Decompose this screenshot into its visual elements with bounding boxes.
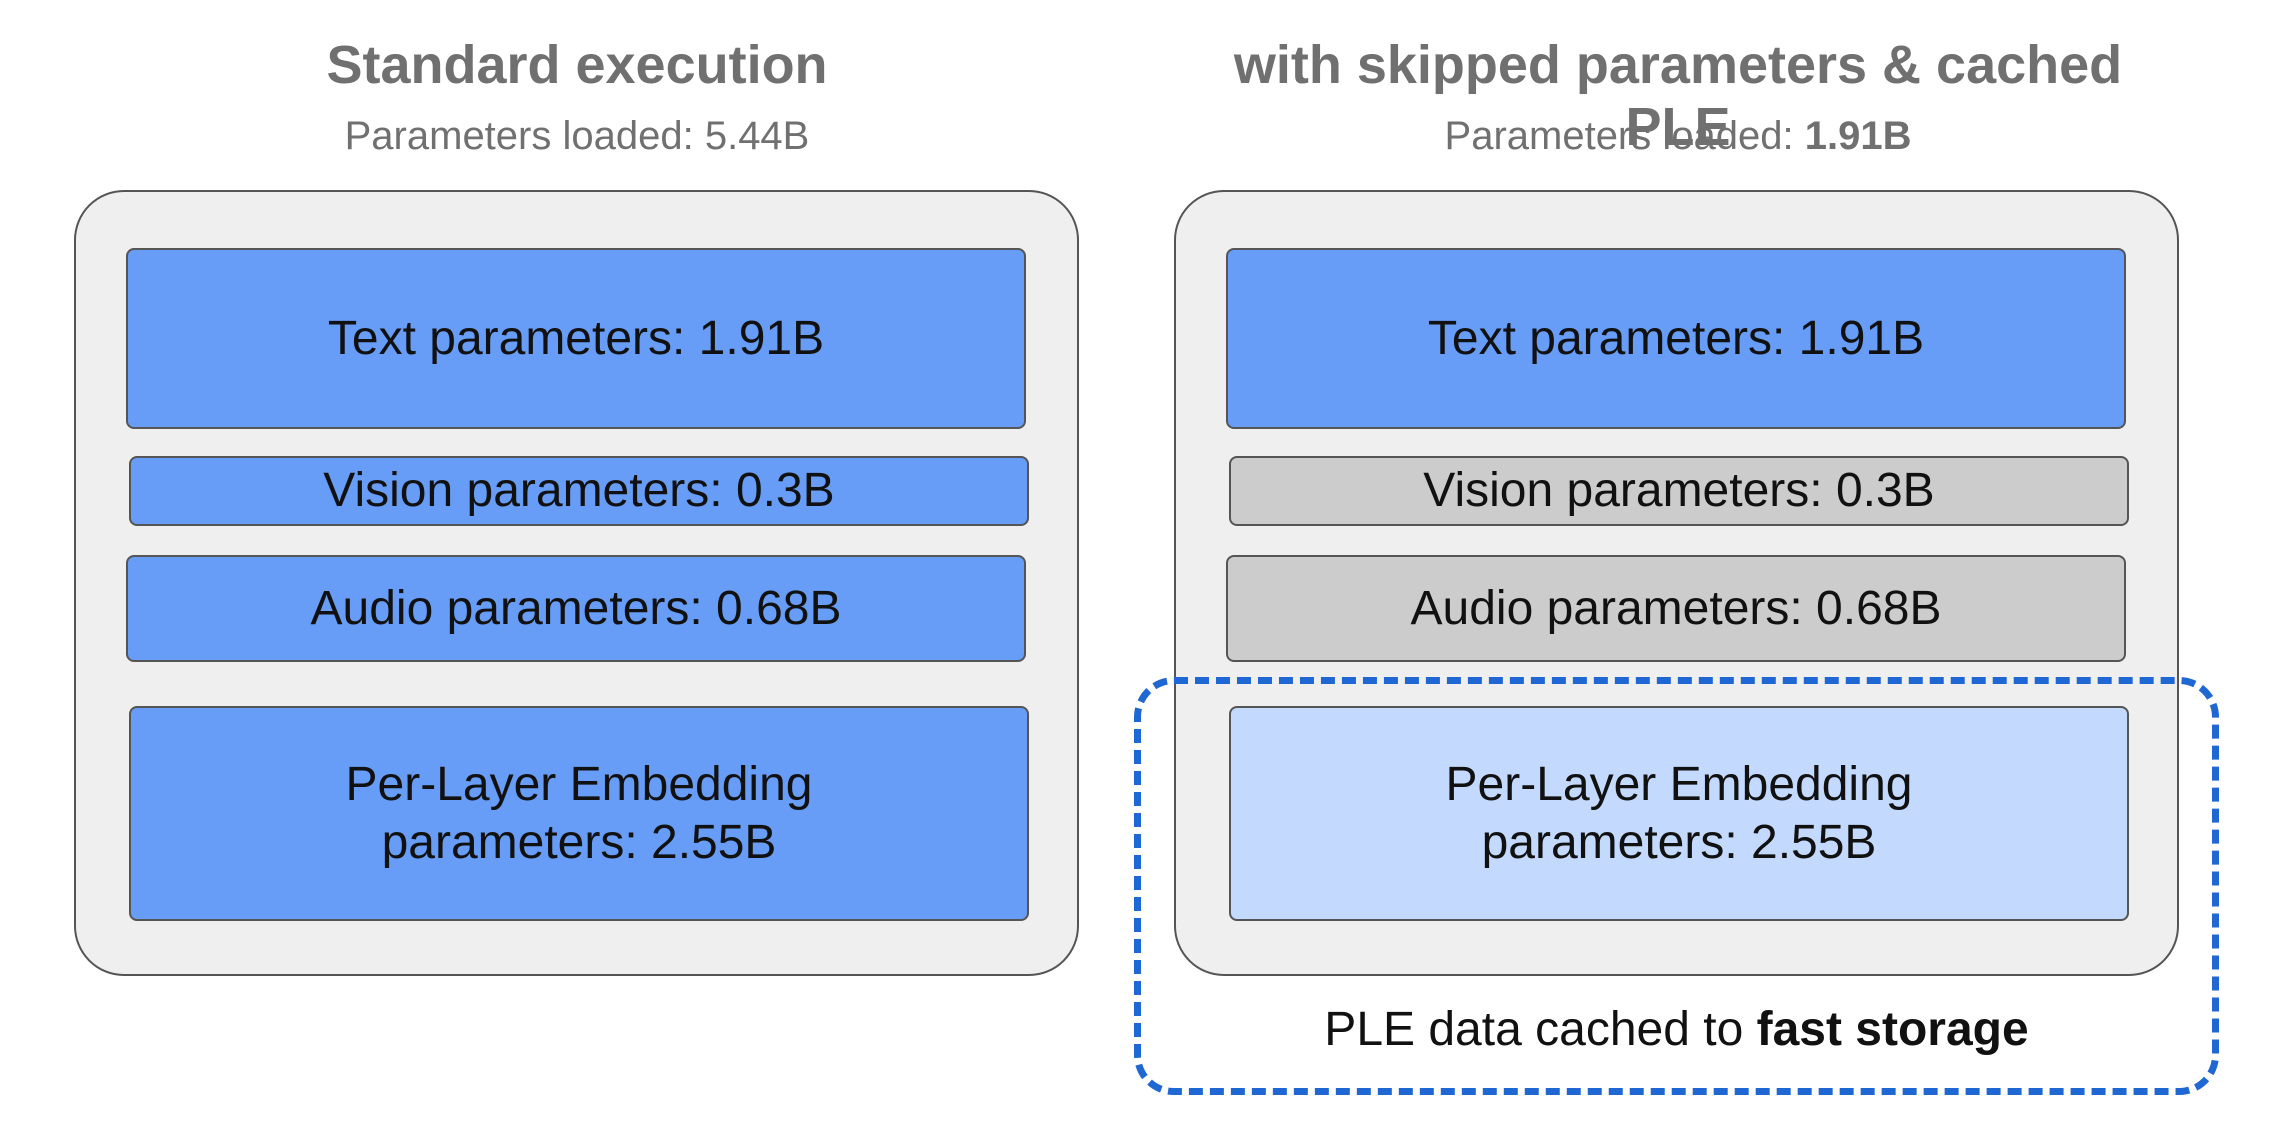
right-params-value: 1.91B <box>1804 114 1912 158</box>
left-audio-params-block: Audio parameters: 0.68B <box>126 555 1026 662</box>
left-vision-params-block: Vision parameters: 0.3B <box>129 456 1029 526</box>
left-audio-params-label: Audio parameters: 0.68B <box>310 581 842 635</box>
left-params-value: 5.44B <box>704 114 810 158</box>
left-params-label: Parameters loaded: <box>344 114 705 158</box>
ple-cache-outline <box>1134 677 2219 1095</box>
right-text-params-block: Text parameters: 1.91B <box>1226 248 2126 429</box>
left-ple-label-line2: parameters: 2.55B <box>381 815 777 869</box>
right-text-params-label: Text parameters: 1.91B <box>1427 311 1925 365</box>
right-vision-params-label: Vision parameters: 0.3B <box>1423 464 1935 518</box>
left-ple-label-line1: Per-Layer Embedding <box>345 757 813 811</box>
right-ple-params-block: Per-Layer Embedding parameters: 2.55B <box>1229 706 2129 921</box>
right-params-label: Parameters loaded: <box>1444 114 1805 158</box>
right-audio-params-block: Audio parameters: 0.68B <box>1226 555 2126 662</box>
right-ple-label-line2: parameters: 2.55B <box>1481 815 1877 869</box>
right-ple-label-line1: Per-Layer Embedding <box>1445 757 1913 811</box>
right-audio-params-label: Audio parameters: 0.68B <box>1410 581 1942 635</box>
ple-cache-caption-prefix: PLE data cached to <box>1324 1003 1757 1056</box>
ple-cache-caption-bold: fast storage <box>1756 1003 2029 1056</box>
ple-cache-caption: PLE data cached to fast storage <box>1134 1002 2219 1057</box>
left-panel-subtitle: Parameters loaded: 5.44B <box>77 114 1077 159</box>
right-panel-subtitle: Parameters loaded: 1.91B <box>1178 114 2178 159</box>
right-vision-params-block: Vision parameters: 0.3B <box>1229 456 2129 526</box>
right-panel-title: with skipped parameters & cached PLE <box>1233 35 2123 157</box>
left-ple-params-block: Per-Layer Embedding parameters: 2.55B <box>129 706 1029 921</box>
left-text-params-block: Text parameters: 1.91B <box>126 248 1026 429</box>
left-vision-params-label: Vision parameters: 0.3B <box>323 464 835 518</box>
left-panel-title: Standard execution <box>326 35 828 95</box>
left-text-params-label: Text parameters: 1.91B <box>327 311 825 365</box>
